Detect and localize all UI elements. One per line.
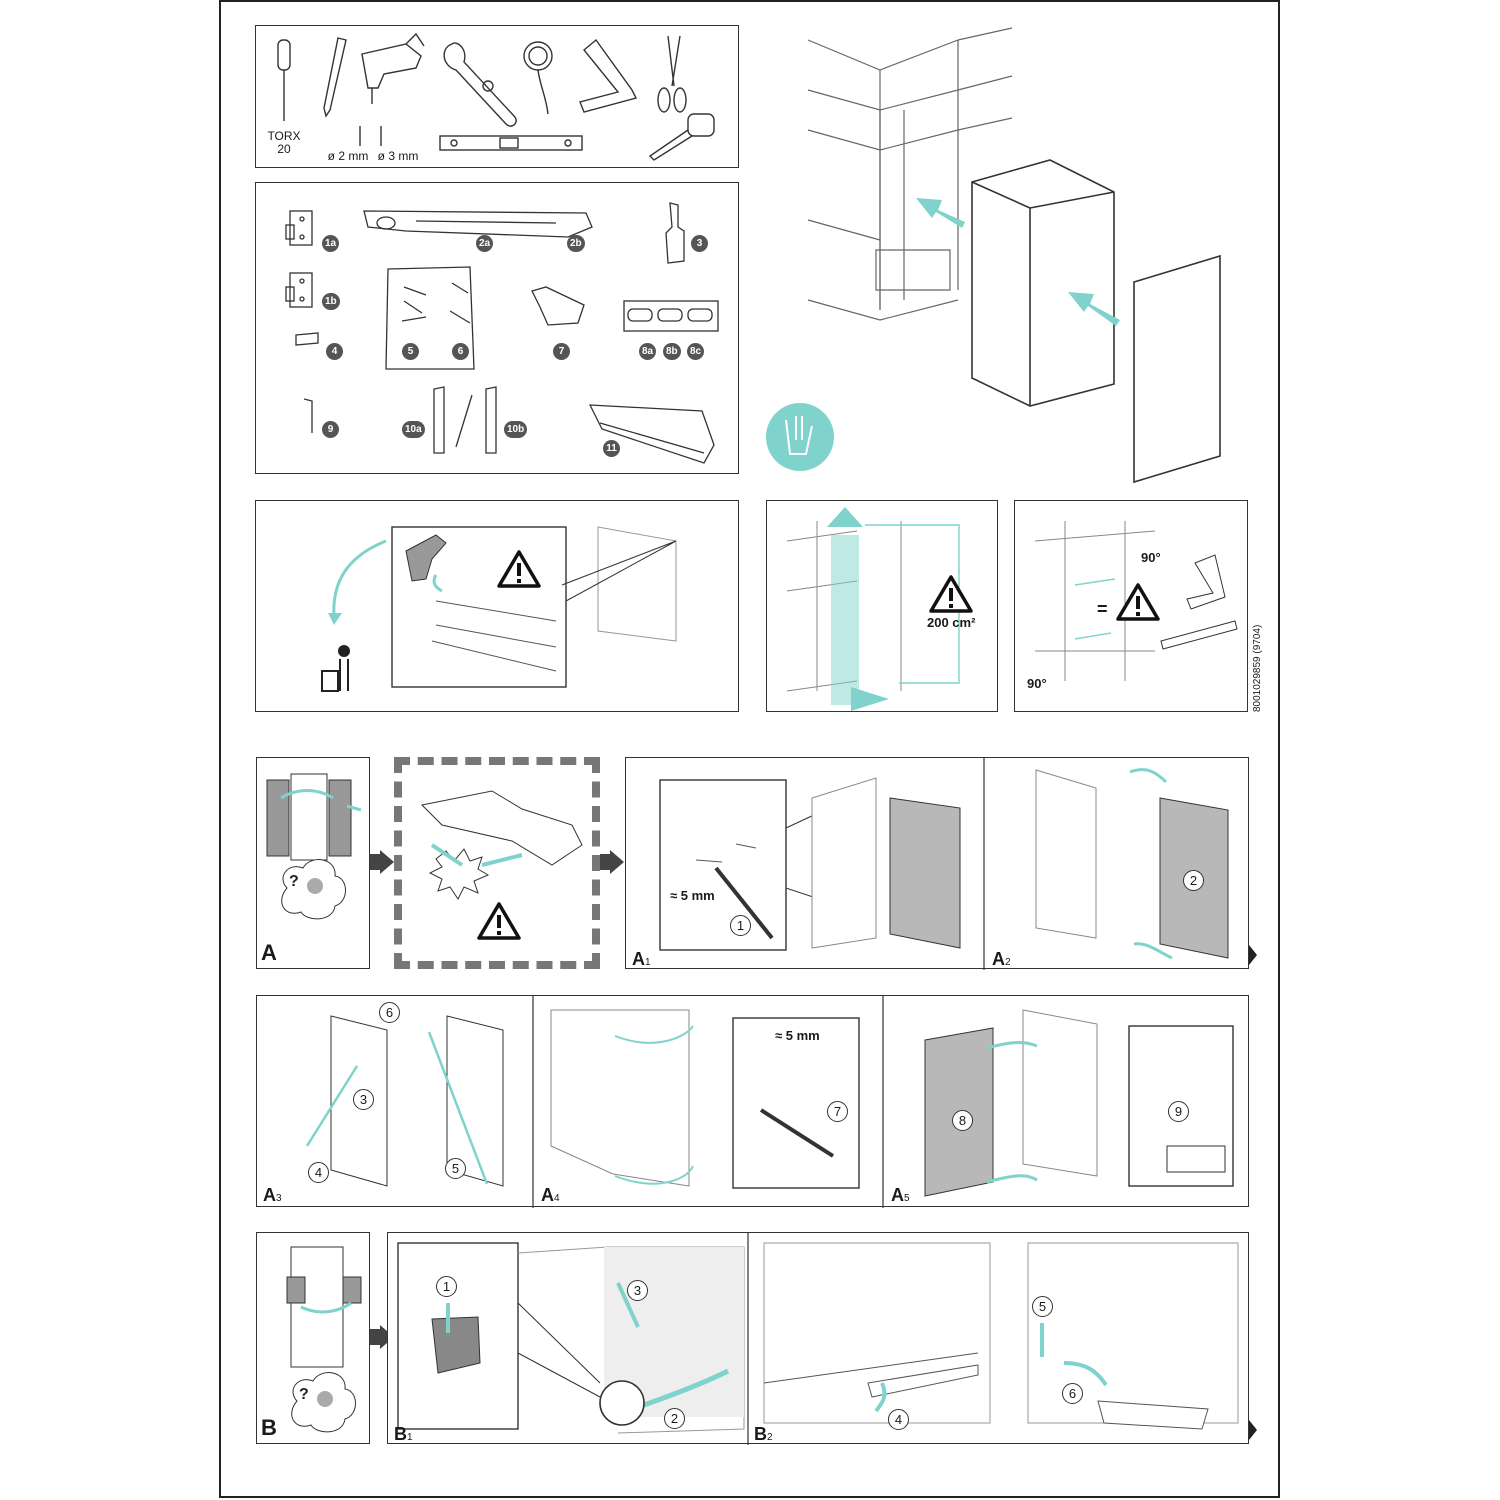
ventilation-panel: 200 cm² bbox=[766, 500, 998, 712]
step-a1-a2-panel: ≈ 5 mm 1 A1 2 A2 bbox=[625, 757, 1249, 970]
document-code: 8001029859 (9704) bbox=[1252, 624, 1263, 712]
a1-label: A1 bbox=[632, 949, 651, 969]
warning-icon bbox=[1116, 583, 1160, 621]
part-badge-10a: 10a bbox=[402, 421, 425, 438]
a3-step-5: 5 bbox=[445, 1158, 466, 1179]
tape-measure-icon bbox=[648, 113, 715, 161]
part-badge-3: 3 bbox=[691, 235, 708, 252]
b2-step-6: 6 bbox=[1062, 1383, 1083, 1404]
continue-arrow-icon bbox=[1249, 1420, 1257, 1440]
part-badge-11: 11 bbox=[603, 440, 620, 457]
ventilation-area-label: 200 cm² bbox=[927, 615, 976, 630]
a2-step-2: 2 bbox=[1183, 870, 1204, 891]
question-person-icon: ? bbox=[291, 1372, 356, 1433]
square-icon bbox=[579, 38, 638, 113]
a3-step-4: 4 bbox=[308, 1162, 329, 1183]
tools-drawing bbox=[277, 32, 715, 161]
a3-label: A3 bbox=[263, 1185, 282, 1205]
part-badge-8c: 8c bbox=[687, 343, 705, 360]
part-badge-8a: 8a bbox=[639, 343, 657, 360]
a5-step-8: 8 bbox=[952, 1110, 973, 1131]
step-a3-a5-panel: 6 3 4 5 A3 ≈ 5 mm 7 A4 8 9 A5 bbox=[256, 995, 1249, 1208]
part-badge-8b: 8b bbox=[663, 343, 681, 360]
section-a-intro: ? A bbox=[256, 757, 370, 969]
arrow-right-icon bbox=[380, 850, 394, 874]
section-a-label: A bbox=[261, 940, 277, 965]
warning-icon bbox=[477, 902, 521, 940]
b2-step-4: 4 bbox=[888, 1409, 909, 1430]
equal-sign: = bbox=[1097, 599, 1108, 619]
a3-step-6: 6 bbox=[379, 1002, 400, 1023]
part-badge-10b: 10b bbox=[504, 421, 528, 438]
arrow-stem bbox=[370, 1329, 380, 1345]
b2-label: B2 bbox=[754, 1424, 773, 1444]
b1-step-3: 3 bbox=[627, 1280, 648, 1301]
b2-step-5: 5 bbox=[1032, 1296, 1053, 1317]
part-badge-1a: 1a bbox=[322, 235, 340, 252]
drill-bit-3mm-label: ø 3 mm bbox=[377, 149, 419, 163]
part-badge-9: 9 bbox=[322, 421, 339, 438]
hinge-warning-panel bbox=[394, 757, 600, 969]
section-b-label: B bbox=[261, 1415, 277, 1440]
part-badge-1b: 1b bbox=[322, 293, 340, 310]
pencil-icon bbox=[323, 37, 347, 118]
continue-arrow-icon bbox=[1249, 945, 1257, 965]
part-badge-4: 4 bbox=[326, 343, 343, 360]
a4-label: A4 bbox=[541, 1185, 560, 1205]
spirit-level-icon bbox=[439, 135, 583, 151]
parts-panel: 1a 2a 2b 3 1b 4 5 6 7 8a 8b 8c 9 10a 10b… bbox=[255, 182, 739, 474]
alignment-panel: 90° = 90° bbox=[1014, 500, 1248, 712]
b1-step-1: 1 bbox=[436, 1276, 457, 1297]
angle-top-label: 90° bbox=[1141, 550, 1161, 565]
b1-label: B1 bbox=[394, 1424, 413, 1444]
a4-step-7: 7 bbox=[827, 1101, 848, 1122]
part-badge-2b: 2b bbox=[567, 235, 585, 252]
warning-icon bbox=[929, 575, 973, 613]
arrow-stem bbox=[370, 854, 380, 870]
drill-bit-2mm-label: ø 2 mm bbox=[327, 149, 369, 163]
trash-icon bbox=[321, 645, 350, 692]
b1-step-2: 2 bbox=[664, 1408, 685, 1429]
cable-icon bbox=[523, 41, 553, 115]
drill-icon bbox=[361, 32, 425, 104]
section-b-intro: ? B bbox=[256, 1232, 370, 1444]
angle-bottom-label: 90° bbox=[1027, 676, 1047, 691]
svg-text:?: ? bbox=[299, 1386, 309, 1403]
a1-step-1: 1 bbox=[730, 915, 751, 936]
a5-step-9: 9 bbox=[1168, 1101, 1189, 1122]
a3-step-3: 3 bbox=[353, 1089, 374, 1110]
part-badge-6: 6 bbox=[452, 343, 469, 360]
arrow-right-icon bbox=[610, 850, 624, 874]
parts-drawing bbox=[285, 202, 719, 464]
svg-text:?: ? bbox=[289, 873, 299, 890]
screwdriver-icon bbox=[277, 39, 291, 121]
a4-measure-label: ≈ 5 mm bbox=[775, 1028, 820, 1043]
arrow-stem bbox=[600, 854, 610, 870]
a5-label: A5 bbox=[891, 1185, 910, 1205]
question-person-icon: ? bbox=[281, 859, 346, 920]
warning-icon bbox=[497, 550, 541, 588]
transport-lock-panel bbox=[255, 500, 739, 712]
part-badge-7: 7 bbox=[553, 343, 570, 360]
scissors-icon bbox=[657, 35, 687, 113]
a1-measure-label: ≈ 5 mm bbox=[670, 888, 715, 903]
part-badge-2a: 2a bbox=[476, 235, 494, 252]
wrench-icon bbox=[443, 42, 517, 127]
a2-label: A2 bbox=[992, 949, 1011, 969]
part-badge-5: 5 bbox=[402, 343, 419, 360]
step-b1-b2-panel: 1 3 2 B1 4 5 6 B2 bbox=[387, 1232, 1249, 1445]
